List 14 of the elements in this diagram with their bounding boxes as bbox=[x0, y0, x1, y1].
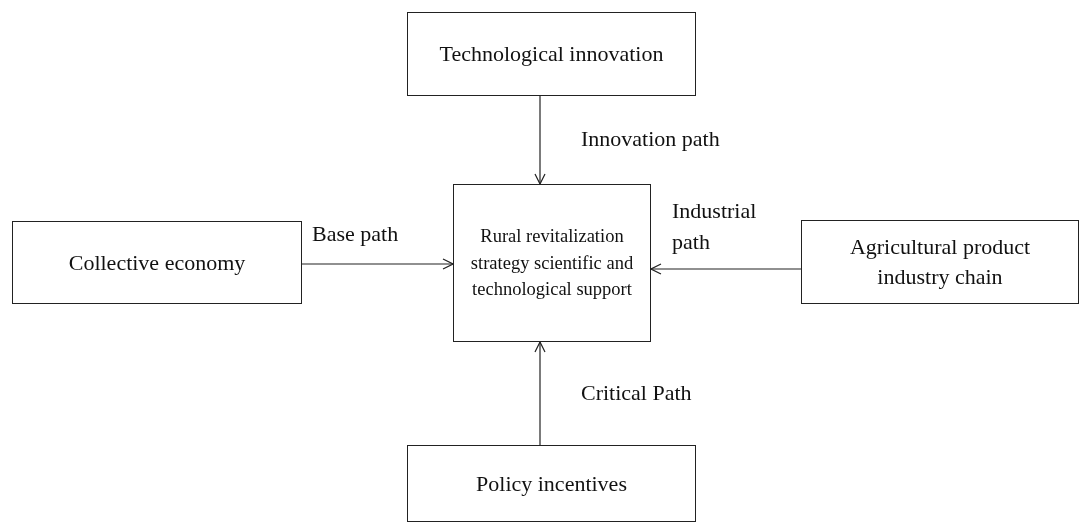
node-text: Collective economy bbox=[68, 248, 246, 277]
process-box bbox=[453, 184, 651, 342]
arrow bbox=[534, 95, 546, 185]
node-text: Agricultural product industry chain bbox=[848, 233, 1032, 291]
process-box bbox=[12, 221, 302, 304]
node-text: Rural revitalization strategy scientific and technological support bbox=[469, 224, 635, 302]
arrow bbox=[301, 258, 454, 270]
node-text: Technological innovation bbox=[439, 40, 664, 69]
process-box bbox=[407, 445, 696, 522]
arrow bbox=[650, 263, 802, 275]
process-box bbox=[801, 220, 1079, 304]
process-box bbox=[407, 12, 696, 96]
arrow bbox=[534, 341, 546, 446]
node-text: Policy incentives bbox=[476, 469, 627, 498]
